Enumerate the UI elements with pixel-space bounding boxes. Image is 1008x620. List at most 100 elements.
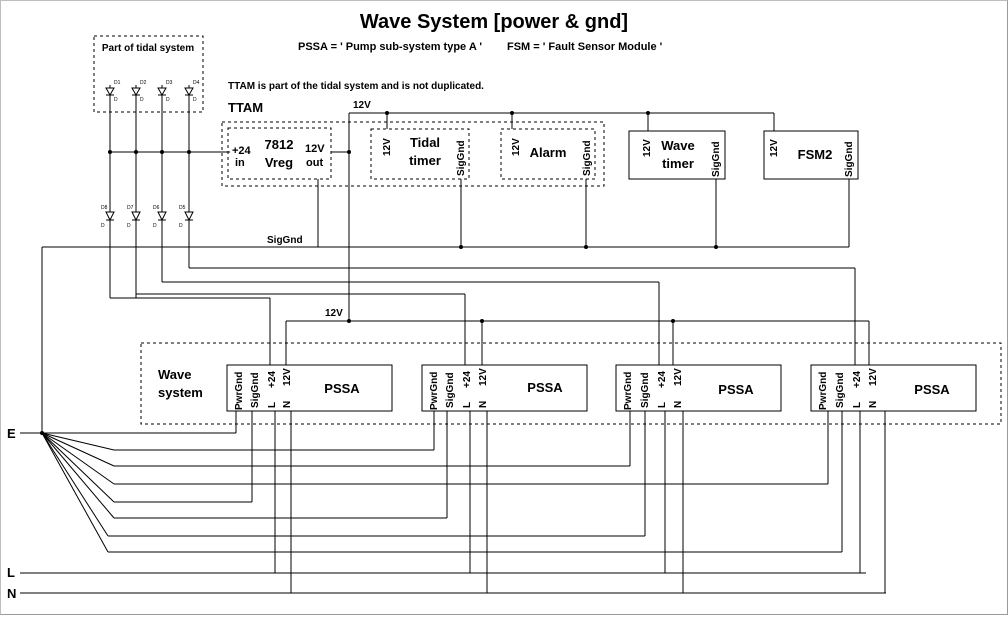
pssa-unit-4: PwrGnd SigGnd +24 12V L N PSSA	[810, 364, 977, 412]
svg-text:D: D	[153, 223, 157, 229]
svg-text:N: N	[673, 401, 684, 408]
svg-text:12V: 12V	[282, 368, 293, 386]
tidal-group-label: Part of tidal system	[102, 43, 194, 54]
svg-text:out: out	[306, 157, 323, 169]
svg-text:SigGnd: SigGnd	[456, 140, 467, 176]
svg-text:N: N	[478, 401, 489, 408]
diode-d3: D3D	[157, 80, 173, 103]
pssa-unit-1: PwrGnd SigGnd +24 12V L N PSSA	[226, 364, 393, 412]
svg-text:N: N	[868, 401, 879, 408]
neutral-rail	[20, 411, 886, 594]
svg-text:PwrGnd: PwrGnd	[234, 372, 245, 410]
svg-text:D6: D6	[153, 205, 160, 211]
svg-text:D4: D4	[193, 80, 200, 86]
rail-12v-top-label: 12V	[353, 100, 371, 111]
ttam-label: TTAM	[228, 100, 263, 115]
svg-text:+24: +24	[657, 371, 668, 388]
earth-label: E	[7, 426, 16, 441]
rail-12v-top	[348, 111, 775, 321]
diode-d5: D5D	[179, 205, 194, 229]
svg-text:Vreg: Vreg	[265, 155, 293, 170]
svg-text:PwrGnd: PwrGnd	[429, 372, 440, 410]
diode-d7: D7D	[127, 205, 141, 229]
svg-text:D1: D1	[114, 80, 121, 86]
svg-text:SigGnd: SigGnd	[582, 140, 593, 176]
svg-text:PSSA: PSSA	[527, 380, 563, 395]
diode-d1: D1D	[105, 80, 121, 103]
svg-text:D: D	[114, 97, 118, 103]
svg-text:Alarm: Alarm	[530, 145, 567, 160]
svg-text:PSSA: PSSA	[914, 382, 950, 397]
pssa-unit-3: PwrGnd SigGnd +24 12V L N PSSA	[615, 364, 782, 412]
svg-text:D: D	[101, 223, 105, 229]
svg-text:D: D	[193, 97, 197, 103]
diode-d4: D4D	[184, 80, 200, 103]
rail-12v-mid	[285, 319, 870, 365]
svg-text:SigGnd: SigGnd	[445, 372, 456, 408]
fsm2-module	[763, 130, 859, 180]
svg-text:SigGnd: SigGnd	[640, 372, 651, 408]
svg-text:12V: 12V	[511, 138, 522, 156]
plus24-feeds	[110, 267, 856, 365]
svg-text:SigGnd: SigGnd	[844, 141, 855, 177]
svg-text:12V: 12V	[478, 368, 489, 386]
diode-columns	[109, 85, 190, 298]
svg-text:SigGnd: SigGnd	[711, 141, 722, 177]
svg-text:timer: timer	[409, 153, 441, 168]
rail-siggnd	[41, 179, 850, 433]
svg-text:D: D	[166, 97, 170, 103]
svg-text:FSM2: FSM2	[798, 147, 833, 162]
earth-fan	[20, 411, 843, 553]
svg-text:PwrGnd: PwrGnd	[818, 372, 829, 410]
svg-text:+24: +24	[852, 371, 863, 388]
neutral-label: N	[7, 586, 16, 601]
diagram-title: Wave System [power & gnd]	[360, 11, 628, 33]
svg-text:+24: +24	[267, 371, 278, 388]
diode-d8: D8D	[101, 205, 115, 229]
svg-text:D8: D8	[101, 205, 108, 211]
tidal-system-group	[93, 35, 204, 113]
svg-text:D: D	[127, 223, 131, 229]
svg-text:+24: +24	[462, 371, 473, 388]
rail-12v-mid-label: 12V	[325, 308, 343, 319]
svg-text:12V: 12V	[382, 138, 393, 156]
vreg-out-pin: 12V	[305, 143, 325, 155]
svg-text:L: L	[852, 402, 863, 408]
svg-text:D7: D7	[127, 205, 134, 211]
svg-text:12V: 12V	[642, 139, 653, 157]
svg-text:12V: 12V	[673, 368, 684, 386]
svg-text:SigGnd: SigGnd	[835, 372, 846, 408]
fsm-definition: FSM = ' Fault Sensor Module '	[507, 41, 663, 53]
wave-system-label: Wave	[158, 367, 191, 382]
ttam-group	[221, 121, 605, 187]
pssa-unit-2: PwrGnd SigGnd +24 12V L N PSSA	[421, 364, 588, 412]
svg-text:12V: 12V	[769, 139, 780, 157]
svg-text:Tidal: Tidal	[410, 135, 440, 150]
ttam-note: TTAM is part of the tidal system and is …	[228, 81, 484, 92]
live-label: L	[7, 565, 15, 580]
svg-text:L: L	[657, 402, 668, 408]
pssa-definition: PSSA = ' Pump sub-system type A '	[298, 41, 482, 53]
svg-text:12V: 12V	[868, 368, 879, 386]
siggnd-rail-label: SigGnd	[267, 235, 303, 246]
svg-text:PwrGnd: PwrGnd	[623, 372, 634, 410]
svg-text:timer: timer	[662, 156, 694, 171]
svg-text:L: L	[267, 402, 278, 408]
svg-text:D5: D5	[179, 205, 186, 211]
svg-text:SigGnd: SigGnd	[250, 372, 261, 408]
vreg-title: 7812	[265, 137, 294, 152]
svg-text:PSSA: PSSA	[324, 381, 360, 396]
svg-text:L: L	[462, 402, 473, 408]
vreg-7812	[227, 127, 332, 180]
wave-timer	[628, 130, 726, 180]
svg-text:system: system	[158, 385, 203, 400]
svg-text:D: D	[179, 223, 183, 229]
diode-d2: D2D	[131, 80, 147, 103]
svg-text:D3: D3	[166, 80, 173, 86]
live-rail	[20, 411, 866, 574]
svg-text:PSSA: PSSA	[718, 382, 754, 397]
vreg-in-pin: +24	[232, 145, 252, 157]
svg-text:Wave: Wave	[661, 138, 694, 153]
